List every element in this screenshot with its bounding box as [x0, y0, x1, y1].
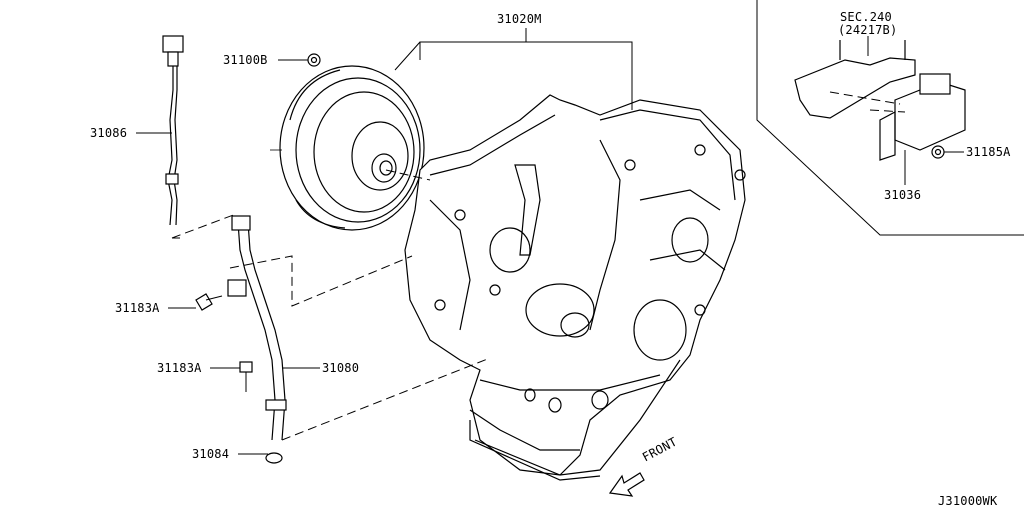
torque-converter — [270, 65, 425, 231]
diagram-code: J31000WK — [938, 494, 998, 508]
part-label-31183a-upper: 31183A — [115, 301, 160, 315]
tube-31080 — [227, 215, 287, 441]
part-label-31100b: 31100B — [223, 53, 268, 67]
part-label-31036: 31036 — [884, 188, 922, 202]
control-module-31036 — [879, 73, 966, 161]
bolt-31183a-lower — [239, 361, 253, 392]
bolt-31100b — [307, 53, 321, 67]
front-arrow — [608, 472, 645, 497]
inset-panel-border — [756, 0, 1024, 236]
dashed-alignment-lines — [171, 91, 906, 441]
part-label-31183a-lower: 31183A — [157, 361, 202, 375]
section-ref-sec240: SEC.240 — [840, 10, 892, 24]
harness-31086 — [162, 35, 184, 226]
part-label-31086: 31086 — [90, 126, 128, 140]
part-label-31080: 31080 — [322, 361, 360, 375]
part-label-31185a: 31185A — [966, 145, 1011, 159]
part-label-31020m: 31020M — [497, 12, 542, 26]
o-ring-31084 — [265, 452, 283, 464]
bracket-sec240 — [794, 40, 916, 119]
section-ref-24217b: (24217B) — [838, 23, 898, 37]
transmission-case — [404, 94, 746, 481]
leader-lines — [136, 28, 964, 455]
part-label-31084: 31084 — [192, 447, 230, 461]
bolt-31183a-upper — [195, 293, 223, 311]
nut-31185a — [931, 145, 945, 159]
